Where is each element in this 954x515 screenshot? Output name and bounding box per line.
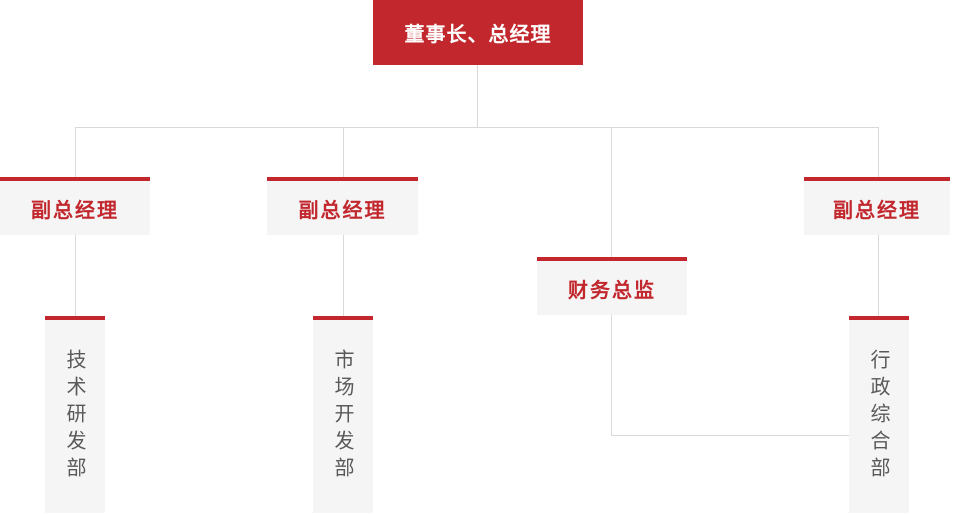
node-tech-rd-dept: 技术研发部 <box>45 316 105 513</box>
connector-cfo-down <box>611 315 612 435</box>
node-deputy-gm-2: 副总经理 <box>267 177 418 235</box>
node-deputy-gm-2-label: 副总经理 <box>298 197 387 222</box>
node-market-dev-dept-label: 市场开发部 <box>331 349 355 484</box>
connector-deputy1-dept <box>75 235 76 316</box>
node-cfo-label: 财务总监 <box>568 277 656 302</box>
node-cfo: 财务总监 <box>537 257 687 315</box>
node-market-dev-dept: 市场开发部 <box>313 316 373 513</box>
connector-deputy2-dept <box>343 235 344 316</box>
node-tech-rd-dept-label: 技术研发部 <box>63 349 87 484</box>
connector-drop-deputy1 <box>75 127 76 177</box>
connector-cfo-to-admin-dept <box>611 435 849 436</box>
node-admin-general-dept-label: 行政综合部 <box>867 349 891 484</box>
node-deputy-gm-1-label: 副总经理 <box>31 197 119 222</box>
connector-drop-deputy3 <box>878 127 879 177</box>
node-admin-general-dept: 行政综合部 <box>849 316 909 513</box>
connector-main-horizontal <box>75 127 879 128</box>
node-chairman-general-manager: 董事长、总经理 <box>373 0 583 65</box>
node-deputy-gm-3-label: 副总经理 <box>833 197 921 222</box>
connector-drop-deputy2 <box>343 127 344 177</box>
connector-drop-cfo <box>611 127 612 257</box>
node-deputy-gm-3: 副总经理 <box>804 177 950 235</box>
node-chairman-general-manager-label: 董事长、总经理 <box>404 22 552 46</box>
node-deputy-gm-1: 副总经理 <box>0 177 150 235</box>
connector-root-stem <box>477 65 478 127</box>
connector-deputy3-dept <box>878 235 879 316</box>
